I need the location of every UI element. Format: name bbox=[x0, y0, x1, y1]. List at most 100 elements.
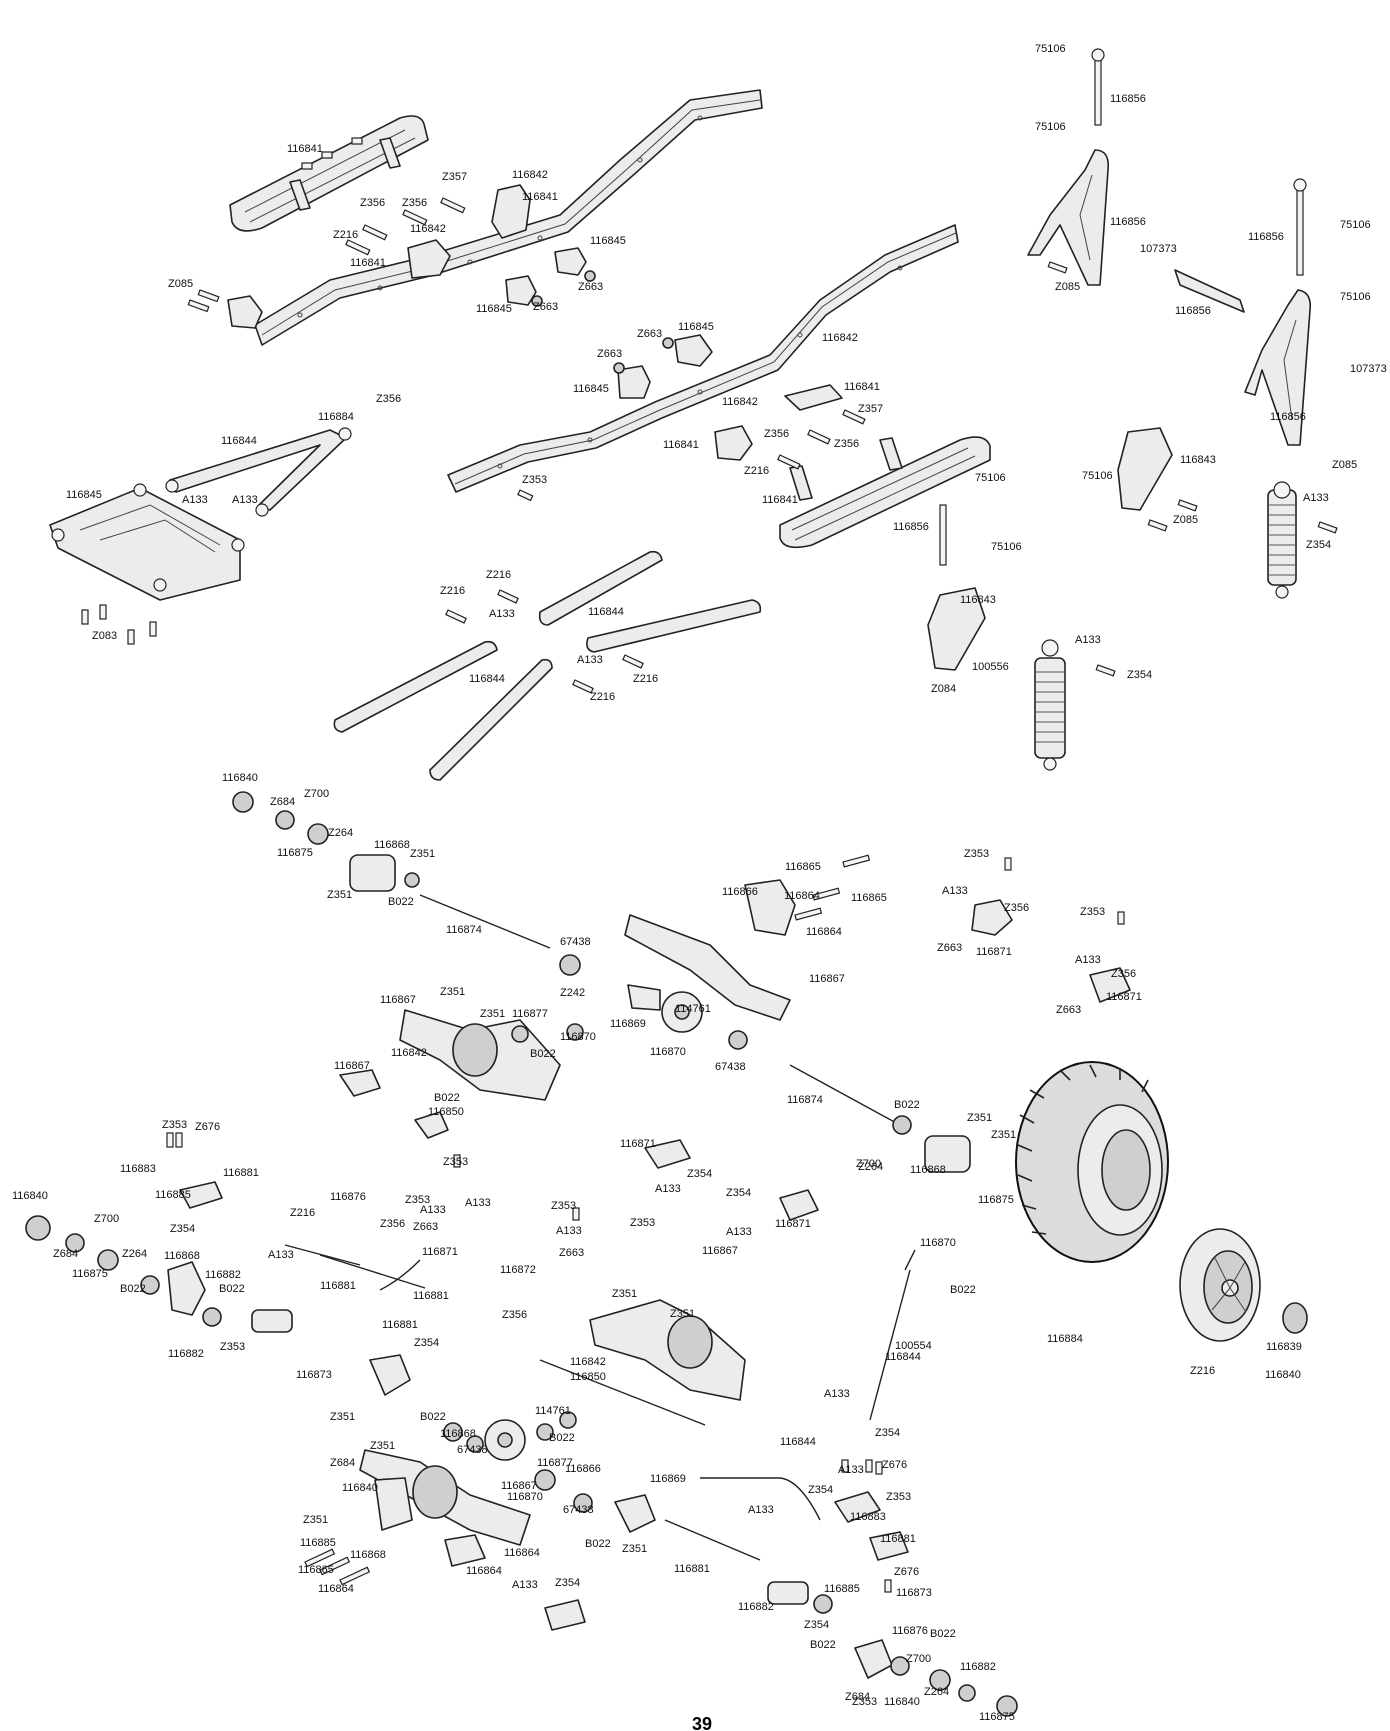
part-label: 116867 bbox=[702, 1245, 738, 1257]
part-label: Z663 bbox=[578, 281, 603, 293]
gears-bearings-front bbox=[25, 1215, 1018, 1717]
front-knuckles bbox=[167, 1181, 909, 1679]
part-label: 116839 bbox=[1266, 1341, 1302, 1353]
part-label: 116845 bbox=[66, 489, 102, 501]
part-label: B022 bbox=[950, 1284, 976, 1296]
part-label: Z357 bbox=[858, 403, 883, 415]
part-label: 116864 bbox=[784, 890, 820, 902]
part-label: Z356 bbox=[402, 197, 427, 209]
part-label: 116842 bbox=[822, 332, 858, 344]
part-label: 107373 bbox=[1350, 363, 1387, 375]
part-label: Z663 bbox=[559, 1247, 584, 1259]
part-label: 116842 bbox=[512, 169, 548, 181]
part-label: 67438 bbox=[563, 1504, 594, 1516]
part-label: 116870 bbox=[650, 1046, 686, 1058]
part-label: Z085 bbox=[1055, 281, 1080, 293]
part-label: Z216 bbox=[440, 585, 465, 597]
part-label: 116870 bbox=[920, 1237, 956, 1249]
part-label: Z663 bbox=[597, 348, 622, 360]
part-label: 116843 bbox=[960, 594, 996, 606]
part-label: 116871 bbox=[976, 946, 1012, 958]
part-label: Z353 bbox=[1080, 906, 1105, 918]
part-label: 116868 bbox=[374, 839, 410, 851]
part-label: B022 bbox=[120, 1283, 146, 1295]
part-label: B022 bbox=[549, 1432, 575, 1444]
part-label: A133 bbox=[489, 608, 515, 620]
part-label: Z663 bbox=[533, 301, 558, 313]
part-label: 114761 bbox=[675, 1003, 711, 1015]
part-label: 116841 bbox=[844, 381, 880, 393]
part-label: 116882 bbox=[205, 1269, 241, 1281]
part-label: 75106 bbox=[1035, 121, 1066, 133]
part-label: Z354 bbox=[1127, 669, 1152, 681]
part-label: 116884 bbox=[1047, 1333, 1083, 1345]
part-label: Z356 bbox=[380, 1218, 405, 1230]
part-label: B022 bbox=[585, 1538, 611, 1550]
part-label: 116871 bbox=[775, 1218, 811, 1230]
part-label: Z354 bbox=[555, 1577, 580, 1589]
part-label: Z264 bbox=[122, 1248, 147, 1260]
part-label: Z684 bbox=[53, 1248, 78, 1260]
part-label: 116867 bbox=[380, 994, 416, 1006]
part-label: 116856 bbox=[1270, 411, 1306, 423]
part-label: 116842 bbox=[722, 396, 758, 408]
part-label: 116881 bbox=[880, 1533, 916, 1545]
part-label: 116882 bbox=[738, 1601, 774, 1613]
part-label: 116867 bbox=[809, 973, 845, 985]
part-label: 116875 bbox=[978, 1194, 1014, 1206]
part-label: 116881 bbox=[413, 1290, 449, 1302]
part-label: 116870 bbox=[507, 1491, 543, 1503]
part-label: A133 bbox=[748, 1504, 774, 1516]
part-label: Z264 bbox=[328, 827, 353, 839]
part-label: 116841 bbox=[663, 439, 699, 451]
part-label: Z684 bbox=[845, 1691, 870, 1703]
part-label: 116850 bbox=[570, 1371, 606, 1383]
part-label: 116856 bbox=[893, 521, 929, 533]
part-label: Z356 bbox=[502, 1309, 527, 1321]
part-label: Z085 bbox=[1332, 459, 1357, 471]
part-label: Z663 bbox=[413, 1221, 438, 1233]
part-label: A133 bbox=[232, 494, 258, 506]
part-label: 116868 bbox=[910, 1164, 946, 1176]
part-label: 116883 bbox=[120, 1163, 156, 1175]
part-label: 116844 bbox=[588, 606, 624, 618]
skid-plate bbox=[49, 483, 245, 601]
part-label: 75106 bbox=[1340, 219, 1371, 231]
part-label: Z351 bbox=[410, 848, 435, 860]
part-label: Z676 bbox=[195, 1121, 220, 1133]
part-label: Z084 bbox=[931, 683, 956, 695]
part-label: 116864 bbox=[504, 1547, 540, 1559]
front-bumper bbox=[779, 436, 991, 549]
shock-mount-front-right bbox=[1117, 427, 1173, 511]
part-label: A133 bbox=[420, 1204, 446, 1216]
part-label: Z354 bbox=[687, 1168, 712, 1180]
part-label: 75106 bbox=[1340, 291, 1371, 303]
part-label: Z663 bbox=[1056, 1004, 1081, 1016]
part-label: Z216 bbox=[633, 673, 658, 685]
part-label: 114761 bbox=[535, 1405, 571, 1417]
part-label: 116840 bbox=[884, 1696, 920, 1708]
part-label: 75106 bbox=[991, 541, 1022, 553]
part-labels: 7510611685675106116856107373116856Z08575… bbox=[12, 43, 1387, 1723]
part-label: B022 bbox=[530, 1048, 556, 1060]
part-label: 116841 bbox=[350, 257, 386, 269]
part-label: 116871 bbox=[422, 1246, 458, 1258]
part-label: 116869 bbox=[610, 1018, 646, 1030]
part-label: 116872 bbox=[500, 1264, 536, 1276]
part-label: 116844 bbox=[221, 435, 257, 447]
part-label: 116875 bbox=[979, 1711, 1015, 1723]
part-label: 116881 bbox=[320, 1280, 356, 1292]
part-label: A133 bbox=[1303, 492, 1329, 504]
chassis-rail-left bbox=[254, 89, 763, 346]
part-label: A133 bbox=[1075, 954, 1101, 966]
part-label: Z700 bbox=[94, 1213, 119, 1225]
part-label: Z351 bbox=[670, 1308, 695, 1320]
part-label: Z264 bbox=[858, 1161, 883, 1173]
part-label: A133 bbox=[577, 654, 603, 666]
part-label: B022 bbox=[420, 1411, 446, 1423]
part-label: Z216 bbox=[290, 1207, 315, 1219]
part-label: 116871 bbox=[1106, 991, 1142, 1003]
tire-116839 bbox=[1015, 1061, 1169, 1263]
part-label: Z083 bbox=[92, 630, 117, 642]
